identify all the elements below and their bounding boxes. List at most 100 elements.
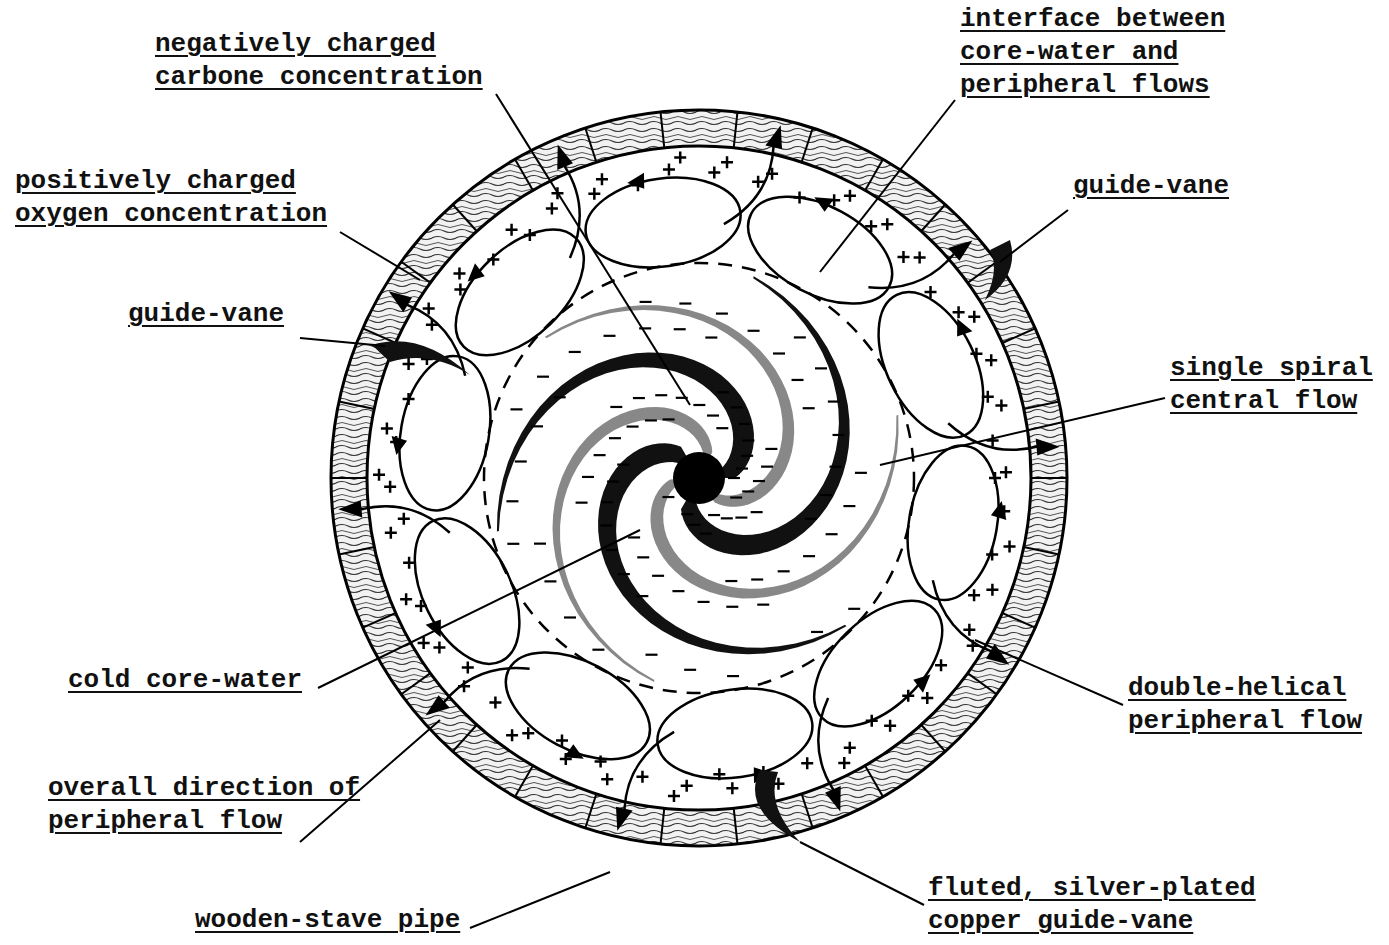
minus-sign [811, 631, 823, 633]
plus-sign [968, 589, 980, 601]
minus-sign [617, 463, 629, 465]
callout-label: guide-vane [1073, 170, 1249, 203]
loop-ellipse [792, 578, 965, 750]
minus-sign [742, 439, 754, 441]
leader-line [800, 842, 924, 905]
plus-sign [381, 423, 393, 435]
stave-joint [585, 794, 596, 828]
stave-joint [401, 673, 430, 694]
plus-sign [897, 251, 909, 263]
minus-sign [761, 466, 773, 468]
plus-sign [403, 358, 415, 370]
minus-sign [633, 397, 645, 399]
plus-sign [453, 267, 465, 279]
minus-sign [707, 414, 719, 416]
minus-sign [693, 404, 705, 406]
plus-sign [1000, 466, 1012, 478]
plus-sign [385, 527, 397, 539]
plus-sign [801, 757, 813, 769]
minus-sign [640, 301, 652, 303]
minus-sign [674, 328, 686, 330]
plus-sign [828, 194, 840, 206]
minus-sign [773, 352, 785, 354]
flow-arc [714, 146, 783, 224]
stave-joint [661, 808, 665, 844]
stave-joint [339, 401, 374, 408]
minus-sign [645, 654, 657, 656]
minus-sign [728, 477, 740, 479]
stave-joint [865, 159, 883, 190]
leader-line [880, 398, 1165, 465]
minus-sign [681, 513, 693, 515]
flow-arc [444, 641, 530, 731]
plus-sign [752, 176, 764, 188]
loop-ellipse [896, 438, 1010, 607]
plus-sign [985, 354, 997, 366]
plus-sign [454, 284, 466, 296]
helical-loop [754, 578, 990, 812]
minus-sign [645, 419, 657, 421]
stave-joint [921, 725, 945, 752]
plus-sign [866, 715, 878, 727]
arrow-head [1030, 430, 1059, 457]
minus-sign [741, 455, 753, 457]
flow-arc [396, 305, 475, 376]
callout-label: guide-vane [128, 298, 304, 331]
plus-sign [489, 696, 501, 708]
minus-sign [604, 335, 616, 337]
helical-loop [408, 145, 644, 379]
plus-sign [721, 156, 733, 168]
minus-sign [843, 505, 855, 507]
plus-sign [556, 734, 568, 746]
minus-sign [803, 407, 815, 409]
stave-joint [1002, 613, 1035, 628]
arrow-head [386, 291, 413, 313]
flow-arc [785, 698, 877, 790]
minus-sign [730, 496, 742, 498]
loop-ellipse [731, 175, 910, 326]
plus-sign [995, 399, 1007, 411]
stave-joint [363, 613, 396, 628]
minus-sign [716, 427, 728, 429]
minus-sign [757, 604, 769, 606]
plus-sign [458, 680, 470, 692]
minus-sign [663, 418, 675, 420]
guide-vane-shape [985, 240, 1012, 300]
arrow-head [626, 173, 646, 191]
plus-sign [998, 505, 1010, 517]
minus-sign [721, 517, 733, 519]
plus-sign [970, 348, 982, 360]
callout-label: fluted, silver-plated copper guide-vane [928, 872, 1260, 938]
minus-sign [855, 472, 867, 474]
plus-sign [844, 190, 856, 202]
stave-joint [968, 673, 997, 694]
plus-sign [1004, 540, 1016, 552]
minus-sign [554, 396, 566, 398]
plus-sign [390, 436, 402, 448]
helical-loop [887, 438, 1045, 664]
plus-sign [968, 311, 980, 323]
minus-sign [803, 555, 815, 557]
plus-sign [925, 286, 937, 298]
plus-sign [596, 173, 608, 185]
callout-label: double-helical peripheral flow [1128, 672, 1367, 738]
leader-line [975, 640, 1123, 705]
plus-sign [921, 692, 933, 704]
minus-sign [778, 570, 790, 572]
minus-sign [726, 606, 738, 608]
minus-sign [515, 460, 527, 462]
callout-label: cold core-water [68, 664, 322, 697]
plus-sign [400, 593, 412, 605]
minus-sign [828, 400, 840, 402]
minus-sign [751, 511, 763, 513]
spiral-arm [497, 352, 754, 531]
plus-sign [838, 757, 850, 769]
minus-sign [564, 616, 576, 618]
helical-loop [731, 143, 973, 350]
plus-sign [708, 166, 720, 178]
minus-sign [679, 302, 691, 304]
minus-sign [636, 595, 648, 597]
plus-sign [989, 472, 1001, 484]
leader-line [820, 100, 955, 272]
plus-sign [506, 729, 518, 741]
